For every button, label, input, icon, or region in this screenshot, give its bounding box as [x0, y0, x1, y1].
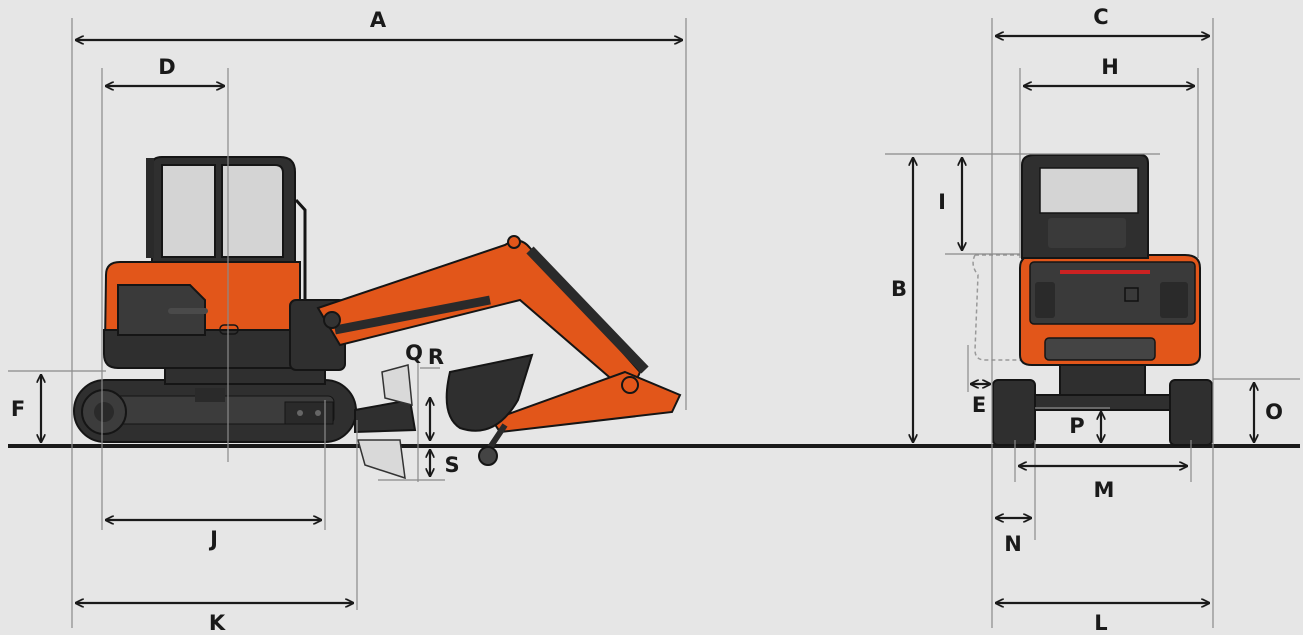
label-n: N — [1004, 532, 1022, 556]
dimension-arrows — [41, 36, 1254, 603]
label-j: J — [208, 527, 218, 551]
label-a: A — [370, 8, 387, 32]
label-l: L — [1094, 611, 1107, 635]
rear-view-excavator — [972, 154, 1213, 446]
rear-track-right — [1169, 379, 1213, 446]
side-upper-body — [103, 261, 346, 371]
label-h: H — [1101, 55, 1119, 79]
label-c: C — [1093, 5, 1108, 29]
side-arm — [478, 370, 682, 466]
label-s: S — [444, 453, 459, 477]
label-m: M — [1094, 478, 1115, 502]
label-b: B — [891, 277, 907, 301]
label-i: I — [938, 190, 946, 214]
label-f: F — [11, 397, 25, 421]
side-cab — [146, 156, 307, 300]
label-d: D — [158, 55, 175, 79]
label-p: P — [1069, 414, 1084, 438]
side-bucket — [445, 353, 534, 432]
dimension-labels: A D F J K Q R S C H B I E O P M N L — [11, 5, 1283, 635]
extension-lines — [8, 18, 1300, 628]
label-r: R — [428, 345, 444, 369]
side-dozer-blade — [354, 364, 417, 480]
label-q: Q — [405, 341, 423, 365]
label-o: O — [1265, 400, 1283, 424]
rear-track-left — [992, 379, 1036, 446]
label-e: E — [972, 393, 986, 417]
label-k: K — [209, 611, 226, 635]
rear-cab — [1021, 154, 1149, 259]
side-boom — [316, 235, 649, 397]
side-view-excavator — [73, 156, 682, 480]
side-track — [73, 379, 357, 443]
